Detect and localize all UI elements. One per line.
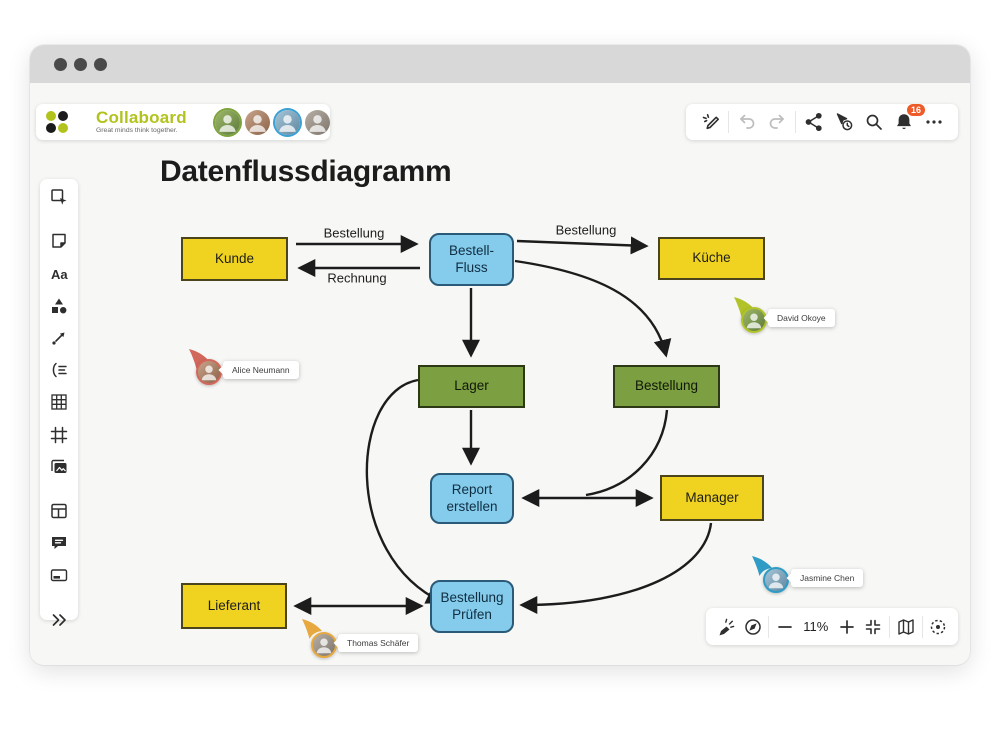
connector-tool-icon[interactable]	[48, 328, 70, 348]
node-lager[interactable]: Lager	[418, 365, 525, 408]
avatar[interactable]	[244, 109, 270, 135]
brand-tagline: Great minds think together.	[96, 127, 178, 135]
card-tool-icon[interactable]	[48, 565, 70, 585]
cursor-name-label: Thomas Schäfer	[338, 634, 419, 652]
brand-text: Collaboard Great minds think together.	[96, 109, 187, 135]
share-icon[interactable]	[802, 110, 826, 134]
frame-tool-icon[interactable]	[48, 425, 70, 445]
app-window: Collaboard Great minds think together.	[30, 45, 970, 665]
cursor-name-label: Alice Neumann	[223, 361, 299, 379]
cursor-pointer-icon	[302, 619, 322, 639]
zoom-level[interactable]: 11%	[803, 619, 829, 634]
comment-tool-icon[interactable]	[48, 533, 70, 553]
collaborator-avatars	[214, 109, 330, 135]
mindmap-tool-icon[interactable]	[48, 360, 70, 380]
zoom-statusbar: 11%	[706, 608, 958, 645]
expand-sidebar-icon[interactable]	[48, 610, 70, 630]
browser-titlebar	[30, 45, 970, 83]
cursor-pointer-icon	[734, 297, 754, 317]
cursor-david-okoye: David Okoye	[733, 296, 835, 333]
cursor-avatar	[741, 307, 767, 333]
cursor-pointer-icon	[189, 349, 209, 369]
cursor-alice-neumann: Alice Neumann	[188, 348, 299, 385]
text-tool-icon[interactable]: Aa	[48, 264, 70, 284]
app-content: Collaboard Great minds think together.	[30, 83, 970, 665]
select-tool-icon[interactable]	[48, 187, 70, 207]
collaboard-logo-icon	[46, 111, 68, 133]
window-dot[interactable]	[94, 57, 107, 71]
avatar[interactable]	[214, 109, 240, 135]
edge-label[interactable]: Rechnung	[327, 270, 387, 286]
locate-icon[interactable]	[927, 616, 949, 638]
node-bestellung-pruefen[interactable]: Bestellung Prüfen	[430, 580, 514, 633]
node-bestellung[interactable]: Bestellung	[613, 365, 720, 408]
cursor-avatar	[311, 632, 337, 658]
cursor-name-label: David Okoye	[768, 309, 835, 327]
cursor-thomas-schaefer: Thomas Schäfer	[301, 618, 419, 658]
zoom-out-icon[interactable]	[774, 616, 796, 638]
avatar[interactable]	[274, 109, 300, 135]
redo-icon[interactable]	[765, 110, 789, 134]
cursor-avatar	[763, 567, 789, 593]
draw-mode-icon[interactable]	[698, 110, 722, 134]
sticky-note-tool-icon[interactable]	[48, 231, 70, 251]
notifications-bell-icon[interactable]: 16	[892, 104, 925, 134]
edge-label[interactable]: Bestellung	[555, 222, 617, 238]
svg-text:Aa: Aa	[51, 267, 68, 282]
template-tool-icon[interactable]	[48, 501, 70, 521]
compass-icon[interactable]	[742, 616, 764, 638]
notification-badge: 16	[906, 104, 925, 116]
node-kueche[interactable]: Küche	[658, 237, 765, 280]
laser-pointer-icon[interactable]	[715, 616, 737, 638]
minimap-icon[interactable]	[895, 616, 917, 638]
media-tool-icon[interactable]	[48, 457, 70, 477]
search-icon[interactable]	[862, 110, 886, 134]
board-title[interactable]: Datenflussdiagramm	[160, 155, 452, 188]
node-lieferant[interactable]: Lieferant	[181, 583, 287, 629]
cursor-avatar	[196, 359, 222, 385]
brand-name: Collaboard	[96, 108, 187, 128]
cursor-pointer-icon	[752, 556, 772, 576]
undo-icon[interactable]	[735, 110, 759, 134]
node-report-erstellen[interactable]: Report erstellen	[430, 473, 514, 524]
node-manager[interactable]: Manager	[660, 475, 764, 521]
window-dot[interactable]	[74, 57, 87, 71]
shapes-tool-icon[interactable]	[48, 296, 70, 316]
pointer-history-icon[interactable]	[832, 110, 856, 134]
brand-card: Collaboard Great minds think together.	[36, 104, 330, 140]
fit-screen-icon[interactable]	[862, 616, 884, 638]
node-bestell-fluss[interactable]: Bestell-Fluss	[429, 233, 514, 286]
node-kunde[interactable]: Kunde	[181, 237, 288, 281]
edge-label[interactable]: Bestellung	[323, 225, 385, 241]
table-tool-icon[interactable]	[48, 392, 70, 412]
avatar[interactable]	[304, 109, 330, 135]
more-menu-icon[interactable]	[922, 110, 946, 134]
tool-sidebar: Aa	[40, 179, 78, 626]
window-dot[interactable]	[54, 57, 67, 71]
top-toolbar: 16	[686, 104, 958, 140]
zoom-in-icon[interactable]	[836, 616, 858, 638]
cursor-name-label: Jasmine Chen	[791, 569, 864, 587]
cursor-jasmine-chen: Jasmine Chen	[751, 555, 864, 593]
